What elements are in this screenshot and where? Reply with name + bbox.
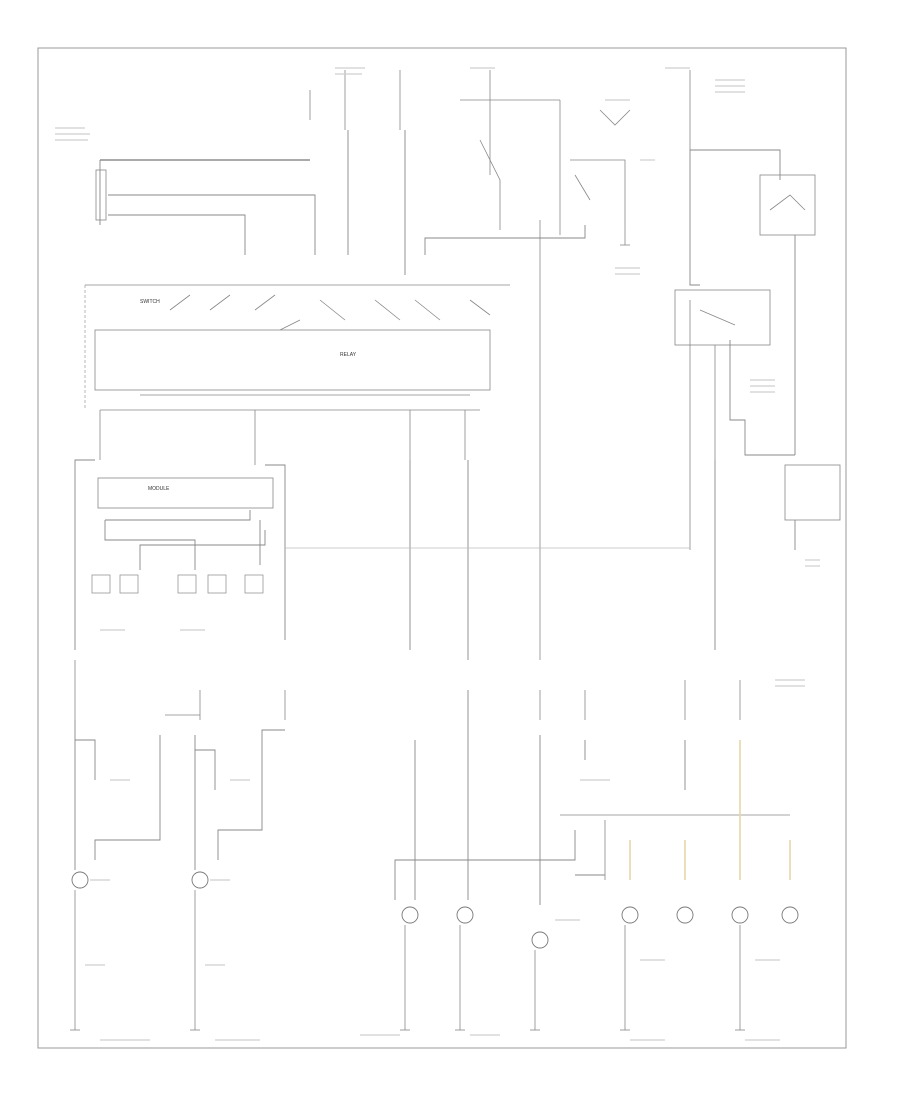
tan-wire-lower-left-2 — [194, 735, 216, 870]
module-downlines — [99, 300, 691, 550]
connector-boxes — [91, 574, 264, 594]
illegible-label-marks — [55, 67, 820, 1041]
relay-block-label: RELAY — [340, 352, 357, 358]
right-lamp-feeds — [629, 740, 791, 880]
blue-wire-lower — [217, 729, 285, 860]
lower-drops — [74, 814, 790, 1030]
diagram-frame — [37, 47, 847, 1049]
cyan-wire-left — [74, 459, 95, 650]
pink-wire-top — [108, 214, 246, 255]
tan-wire-lower-left — [94, 735, 161, 860]
switch-contacts — [169, 294, 491, 331]
yellow-wire-top — [424, 225, 586, 255]
module-block-label: MODULE — [148, 486, 170, 492]
cyan-wire-left-branch — [104, 510, 251, 570]
tan-wire-lower-center — [394, 830, 576, 900]
lower-ground-points — [74, 660, 741, 720]
cyan-wire-lower-left — [74, 720, 96, 870]
top-fuse-group — [309, 70, 691, 660]
switch-block-label: SWITCH — [140, 299, 160, 305]
left-top-connector — [95, 159, 310, 225]
switch-module: SWITCH RELAY — [84, 284, 510, 411]
cyan-wire-top — [108, 194, 316, 255]
ground-symbols — [70, 244, 745, 1031]
cyan-wire-right — [729, 235, 796, 456]
top-right-relay — [759, 174, 816, 236]
right-relay-box — [674, 289, 841, 521]
lavender-wire — [139, 464, 286, 640]
top-switch-center — [479, 109, 631, 245]
orange-wire-right — [689, 149, 781, 286]
lamp-symbols — [71, 871, 799, 949]
trailer-module: MODULE — [97, 477, 274, 509]
